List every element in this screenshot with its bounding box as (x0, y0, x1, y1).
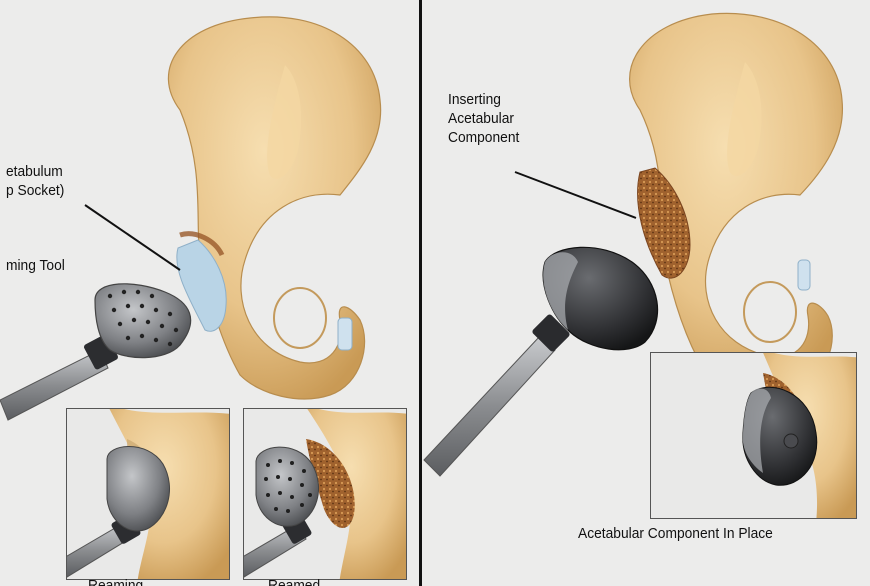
reaming-tool-label: ming Tool (6, 256, 65, 275)
reaming-caption: Reaming (88, 576, 143, 586)
inserting-pointer-line (515, 172, 636, 218)
inserter-tool (424, 247, 658, 476)
inset-in-place-illustration (651, 353, 856, 518)
inset-component-in-place (650, 352, 857, 519)
in-place-caption: Acetabular Component In Place (578, 524, 773, 543)
panel-divider (419, 0, 422, 586)
acetabulum-pointer-line (85, 205, 180, 270)
inserting-label: Inserting Acetabular Component (448, 90, 519, 147)
reamed-caption: Reamed (268, 576, 320, 586)
inset-reaming (66, 408, 230, 580)
inset-reamed-illustration (244, 409, 406, 579)
right-pelvis-bone (630, 13, 843, 393)
left-pelvis-bone (168, 17, 380, 399)
inset-reamed (243, 408, 407, 580)
acetabulum-label: etabulum p Socket) (6, 162, 64, 200)
reaming-tool (0, 284, 191, 420)
inset-reaming-illustration (67, 409, 229, 579)
